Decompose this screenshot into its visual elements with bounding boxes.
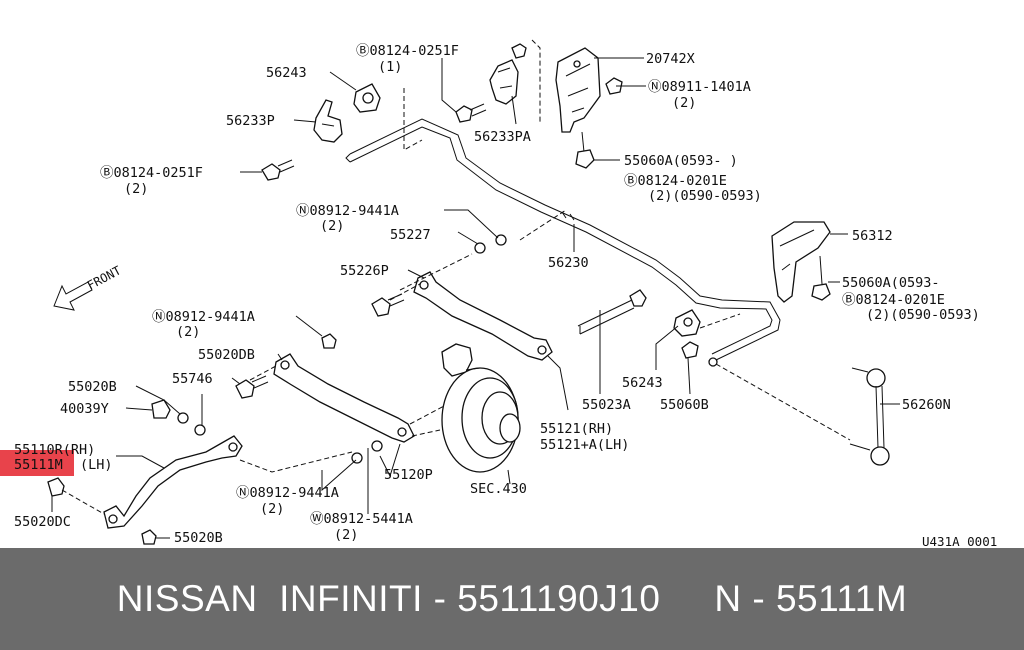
front-arrow: FRONT [53, 263, 123, 311]
part-label-55020dc: 55020DC [14, 514, 71, 530]
link-55111m [47, 399, 243, 545]
part-label-55110r: 55110R(RH) [14, 442, 95, 458]
bushing-56243-lower [673, 309, 701, 359]
part-label-55111m-lh: (LH) [80, 457, 113, 473]
part-label-08912-9441a-b: Ⓝ08912-9441A [152, 309, 255, 325]
part-label-qty-right-range: (2)(0590-0593) [866, 307, 980, 323]
part-label-qty-2-b: (2) [124, 181, 148, 197]
part-label-08124-0251f-a: Ⓑ08124-0251F [356, 43, 459, 59]
highlight-box [0, 450, 74, 476]
part-label-55111m: 55111M [14, 457, 63, 473]
bracket-20742x [555, 47, 601, 133]
link-55120p [235, 333, 415, 443]
part-label-qty-2-c: (2) [320, 218, 344, 234]
part-label-56243-lower: 56243 [622, 375, 663, 391]
front-label: FRONT [85, 263, 123, 292]
clamp-56233p [313, 99, 343, 143]
part-label-56260n: 56260N [902, 397, 951, 413]
part-number-banner: NISSAN INFINITI - 5511190J10 N - 55111M [0, 548, 1024, 650]
part-label-55746: 55746 [172, 371, 213, 387]
part-label-55060a-top: 55060A(0593- ) [624, 153, 738, 169]
part-label-55227: 55227 [390, 227, 431, 243]
part-label-qty-2-a: (2) [672, 95, 696, 111]
part-label-08124-0251f-b: Ⓑ08124-0251F [100, 165, 203, 181]
link-55226p [371, 271, 553, 361]
banner-text: NISSAN INFINITI - 5511190J10 N - 55111M [116, 578, 908, 619]
part-label-qty-top-range: (2)(0590-0593) [648, 188, 762, 204]
diagram-reference-code: U431A 0001 [922, 534, 997, 548]
part-label-20742x: 20742X [646, 51, 695, 67]
part-label-55121-lh: 55121+A(LH) [540, 437, 629, 453]
link-56260n [849, 367, 890, 466]
bolts-top [261, 43, 623, 254]
part-label-55023a: 55023A [582, 397, 631, 413]
parts-diagram: FRONT [0, 39, 998, 548]
part-label-qty-2-e: (2) [260, 501, 284, 517]
part-label-08124-0201e-right: Ⓑ08124-0201E [842, 292, 945, 308]
part-label-56312: 56312 [852, 228, 893, 244]
hub-sec430 [351, 343, 521, 473]
part-labels: Ⓑ08124-0251F (1) 20742X 56243 Ⓝ08911-140… [14, 43, 997, 548]
part-label-55020b-b: 55020B [174, 530, 223, 546]
part-label-56233pa: 56233PA [474, 129, 531, 145]
part-label-qty-2-d: (2) [176, 324, 200, 340]
part-label-08912-9441a-a: Ⓝ08912-9441A [296, 203, 399, 219]
part-label-40039y: 40039Y [60, 401, 109, 417]
bushing-56243-top [353, 83, 381, 113]
part-label-55020b-a: 55020B [68, 379, 117, 395]
part-label-08124-0201e-top: Ⓑ08124-0201E [624, 173, 727, 189]
part-label-56233p: 56233P [226, 113, 275, 129]
bracket-56312 [771, 221, 831, 303]
part-label-55226p: 55226P [340, 263, 389, 279]
part-label-55120p: 55120P [384, 467, 433, 483]
stabilizer-bar [345, 118, 781, 367]
part-label-55020db: 55020DB [198, 347, 255, 363]
part-label-55121-rh: 55121(RH) [540, 421, 613, 437]
part-label-55060a-right: 55060A(0593- [842, 275, 940, 291]
leader-lines [51, 57, 900, 539]
part-label-08912-9441a-c: Ⓝ08912-9441A [236, 485, 339, 501]
dashed-guides [61, 39, 851, 515]
part-label-08911-1401a: Ⓝ08911-1401A [648, 79, 751, 95]
part-label-56243-top: 56243 [266, 65, 307, 81]
bolt-55023a [577, 289, 647, 335]
part-label-qty-2-f: (2) [334, 527, 358, 543]
clamp-56233pa [489, 59, 519, 105]
part-label-08912-5441a: Ⓦ08912-5441A [310, 511, 413, 527]
part-label-sec430: SEC.430 [470, 481, 527, 497]
part-label-55060b: 55060B [660, 397, 709, 413]
part-label-qty-1: (1) [378, 59, 402, 75]
part-label-56230: 56230 [548, 255, 589, 271]
